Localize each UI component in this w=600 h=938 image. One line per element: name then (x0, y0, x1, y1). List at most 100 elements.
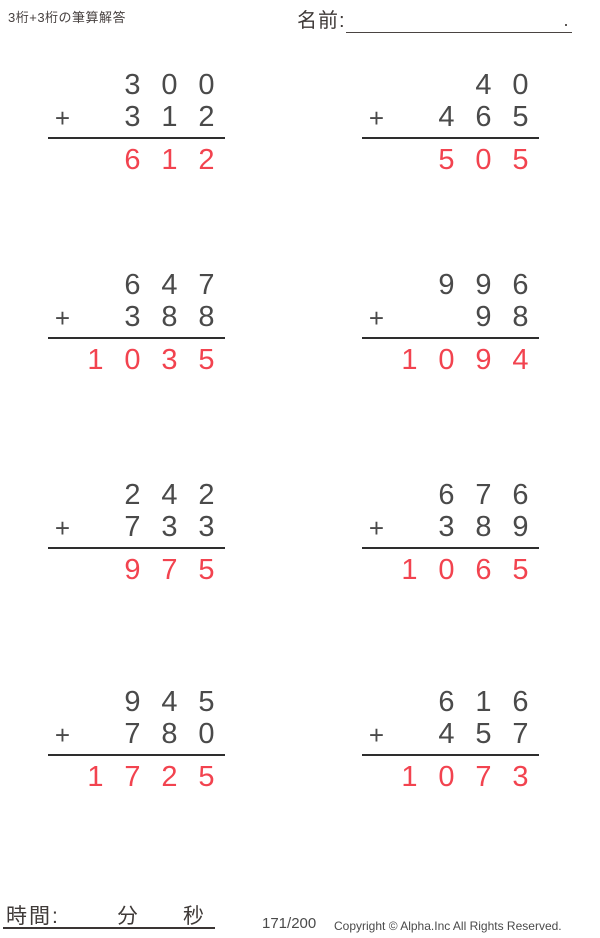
digit (428, 301, 465, 333)
digit: 6 (124, 269, 141, 301)
digit: 4 (512, 344, 529, 376)
digit: 1 (401, 761, 418, 793)
digit: 7 (124, 718, 141, 750)
digit (428, 69, 465, 101)
digit: 8 (161, 718, 178, 750)
digit: 0 (438, 344, 455, 376)
digit: 6 (438, 686, 455, 718)
digit (391, 101, 428, 133)
digit: 7 (161, 554, 178, 586)
sum-line (362, 137, 539, 139)
digit: 4 (161, 686, 178, 718)
digit: 6 (438, 479, 455, 511)
plus-operator: + (54, 513, 71, 543)
digit: 0 (438, 554, 455, 586)
digit: 9 (438, 269, 455, 301)
plus-operator: + (368, 303, 385, 333)
digit: 0 (438, 761, 455, 793)
plus-operator: + (368, 103, 385, 133)
page-title: 3桁+3桁の筆算解答 (8, 10, 127, 25)
digit: 3 (124, 69, 141, 101)
sum-line (48, 337, 225, 339)
digit (391, 144, 428, 176)
digit: 5 (198, 554, 215, 586)
digit: 0 (512, 69, 529, 101)
digit: 4 (161, 269, 178, 301)
plus-operator: + (54, 103, 71, 133)
digit: 6 (475, 554, 492, 586)
sum-line (362, 754, 539, 756)
digit (391, 269, 428, 301)
digit: 3 (124, 101, 141, 133)
digit (77, 69, 114, 101)
digit: 5 (198, 761, 215, 793)
operator-spacer (362, 554, 391, 586)
digit: 2 (198, 479, 215, 511)
digit: 8 (161, 301, 178, 333)
time-label: 時間: (6, 905, 60, 928)
digit: 7 (512, 718, 529, 750)
digit: 4 (161, 479, 178, 511)
digit: 5 (475, 718, 492, 750)
digit: 0 (161, 69, 178, 101)
operator-spacer (48, 69, 77, 101)
operator-spacer (48, 269, 77, 301)
digit (77, 554, 114, 586)
digit (77, 686, 114, 718)
digit: 3 (198, 511, 215, 543)
digit (391, 69, 428, 101)
digit: 5 (512, 101, 529, 133)
minutes-label: 分 (117, 905, 138, 928)
digit: 1 (475, 686, 492, 718)
digit (77, 718, 114, 750)
operator-spacer (362, 344, 391, 376)
digit (77, 101, 114, 133)
digit (77, 511, 114, 543)
sum-line (48, 754, 225, 756)
digit (77, 269, 114, 301)
digit: 0 (124, 344, 141, 376)
operator-spacer (48, 344, 77, 376)
digit: 7 (198, 269, 215, 301)
digit: 1 (161, 101, 178, 133)
digit: 9 (124, 554, 141, 586)
copyright-notice: Copyright © Alpha.Inc All Rights Reserve… (334, 919, 562, 933)
digit (391, 301, 428, 333)
digit: 3 (512, 761, 529, 793)
digit (391, 479, 428, 511)
digit: 6 (512, 269, 529, 301)
digit: 0 (475, 144, 492, 176)
digit: 9 (512, 511, 529, 543)
digit: 8 (475, 511, 492, 543)
operator-spacer (362, 761, 391, 793)
operator-spacer (48, 554, 77, 586)
digit (391, 718, 428, 750)
digit: 6 (512, 686, 529, 718)
digit: 9 (475, 269, 492, 301)
plus-operator: + (368, 513, 385, 543)
time-field: 時間: 分 秒 (3, 898, 215, 929)
name-field: 名前: . (297, 4, 572, 33)
plus-operator: + (54, 303, 71, 333)
digit: 1 (87, 344, 104, 376)
digit: 5 (512, 144, 529, 176)
digit (391, 686, 428, 718)
operator-spacer (362, 144, 391, 176)
